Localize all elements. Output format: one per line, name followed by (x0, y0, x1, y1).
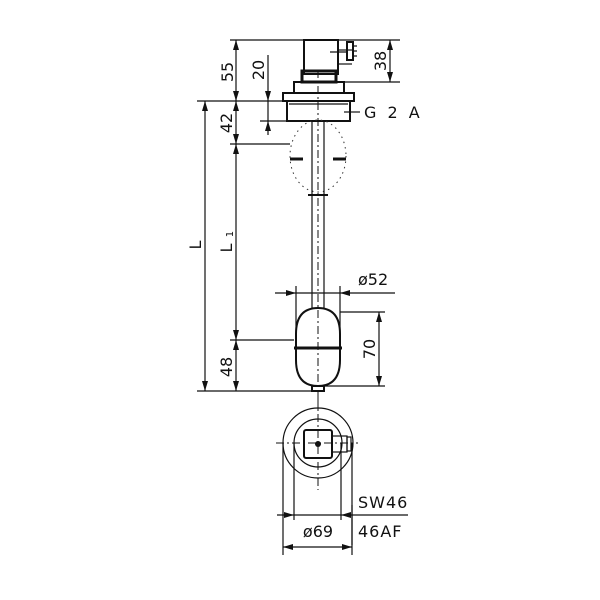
dim-48: 48 (217, 357, 236, 377)
cable-gland-top (331, 435, 348, 453)
center-dot (315, 441, 321, 447)
end-cap (311, 385, 325, 392)
lower-float (295, 306, 341, 388)
dim-SW46: SW46 (358, 493, 408, 512)
dim-diameter-52: ø52 (358, 270, 388, 289)
connector-housing (303, 39, 339, 75)
dim-L: L (186, 240, 205, 249)
dim-L1-subscript: 1 (225, 231, 236, 237)
cable-gland (346, 41, 354, 61)
dim-diameter-69: ø69 (303, 522, 333, 541)
thread-section (286, 100, 351, 122)
dimensions-side: 55 20 38 G 2 A 42 L L 1 48 (186, 39, 423, 392)
top-view: SW46 46AF ø69 (276, 398, 408, 555)
dim-L1: L (217, 243, 236, 252)
dim-42: 42 (217, 113, 236, 133)
dim-20: 20 (249, 60, 268, 80)
dim-55: 55 (218, 62, 237, 82)
side-view (282, 39, 357, 410)
hex-body (293, 81, 345, 94)
dim-70: 70 (360, 339, 379, 359)
dim-38: 38 (371, 51, 390, 71)
connector-nut (300, 69, 338, 84)
dim-46AF: 46AF (358, 522, 403, 541)
thread-label: G 2 A (364, 103, 423, 122)
upper-float-phantom (289, 119, 347, 193)
